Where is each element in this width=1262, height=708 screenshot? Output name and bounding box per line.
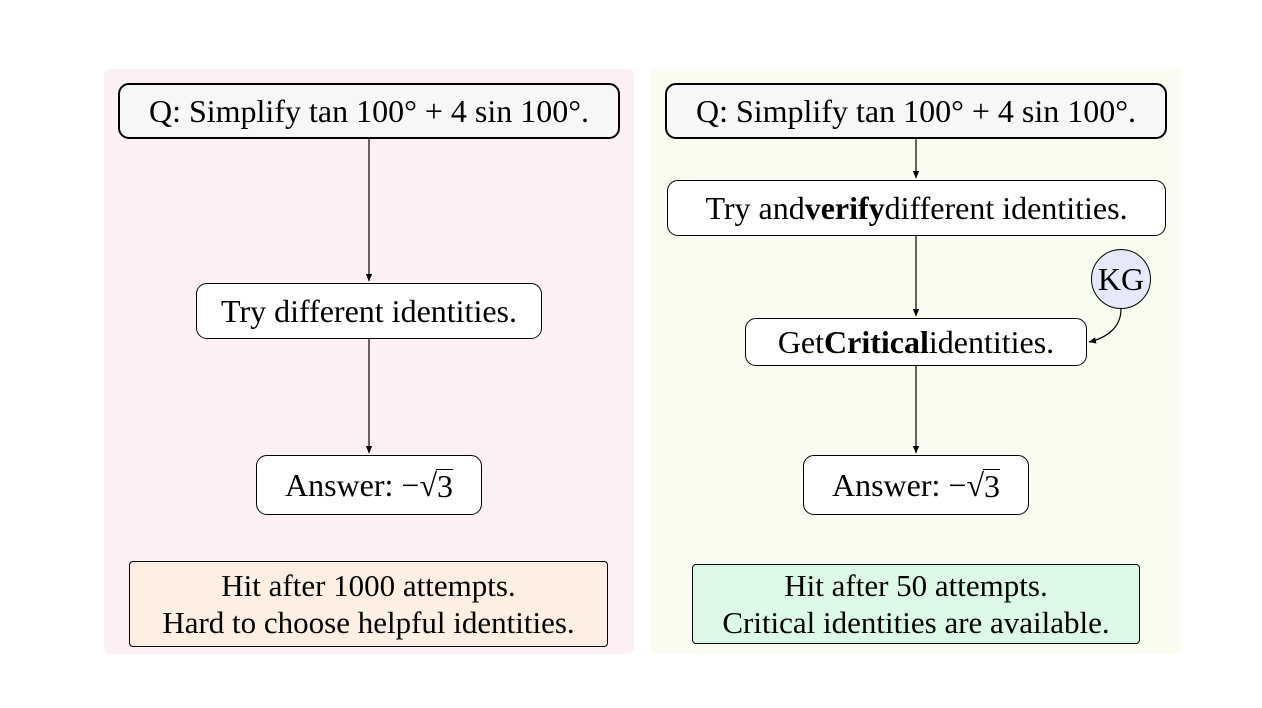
right-summary-box: Hit after 50 attempts. Critical identiti… bbox=[692, 564, 1140, 644]
right-critical-bold: Critical bbox=[824, 324, 929, 360]
right-answer-prefix: Answer: bbox=[831, 467, 941, 503]
left-answer-radical: √ bbox=[419, 467, 438, 503]
kg-node: KG bbox=[1091, 249, 1151, 309]
right-answer-box: Answer: −√3 bbox=[803, 455, 1029, 515]
right-question-prefix: Q: Simplify bbox=[695, 93, 848, 129]
right-answer-radicand: 3 bbox=[983, 467, 1001, 504]
right-critical-box: Get Critical identities. bbox=[745, 318, 1087, 366]
right-question-box: Q: Simplify tan 100° + 4 sin 100°. bbox=[665, 83, 1167, 139]
right-verify-after: different identities. bbox=[884, 190, 1128, 226]
right-verify-bold: verify bbox=[804, 190, 885, 226]
right-summary-line2: Critical identities are available. bbox=[722, 605, 1110, 640]
left-summary-line2: Hard to choose helpful identities. bbox=[162, 605, 575, 640]
left-question-prefix: Q: Simplify bbox=[148, 93, 301, 129]
left-summary-box: Hit after 1000 attempts. Hard to choose … bbox=[129, 561, 608, 647]
right-answer-sign: − bbox=[948, 467, 967, 503]
left-question-expression: tan 100° + 4 sin 100°. bbox=[308, 93, 590, 129]
left-step-box: Try different identities. bbox=[196, 283, 542, 339]
left-step-text: Try different identities. bbox=[221, 293, 517, 329]
left-answer-sign: − bbox=[401, 467, 420, 503]
right-verify-box: Try and verify different identities. bbox=[667, 180, 1166, 236]
arrow-kg-to-critical bbox=[1088, 308, 1122, 344]
right-critical-before: Get bbox=[777, 324, 825, 360]
right-verify-before: Try and bbox=[705, 190, 805, 226]
right-critical-after: identities. bbox=[928, 324, 1055, 360]
left-answer-radicand: 3 bbox=[436, 467, 454, 504]
right-answer-radical: √ bbox=[966, 467, 985, 503]
right-question-expression: tan 100° + 4 sin 100°. bbox=[855, 93, 1137, 129]
left-answer-prefix: Answer: bbox=[284, 467, 394, 503]
left-summary-line1: Hit after 1000 attempts. bbox=[221, 568, 516, 603]
right-summary-line1: Hit after 50 attempts. bbox=[784, 568, 1048, 603]
kg-label: KG bbox=[1097, 260, 1145, 297]
left-answer-box: Answer: −√3 bbox=[256, 455, 482, 515]
left-question-box: Q: Simplify tan 100° + 4 sin 100°. bbox=[118, 83, 620, 139]
